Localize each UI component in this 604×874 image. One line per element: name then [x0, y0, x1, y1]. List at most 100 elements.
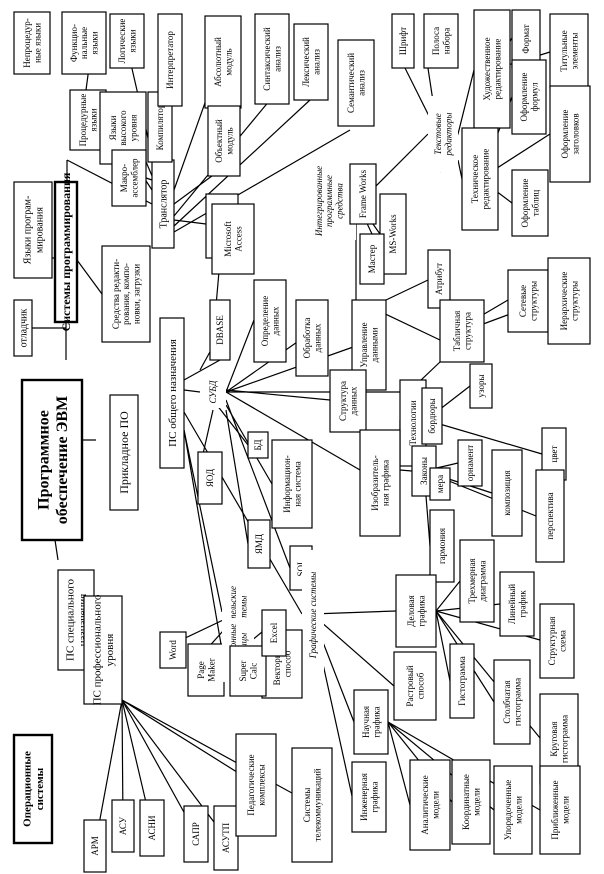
- node-label-line: Столбчатая: [502, 680, 512, 723]
- node-tab-str: Табличнаяструктура: [439, 299, 485, 363]
- node-box: [459, 539, 495, 623]
- node-label-line: уровня: [104, 634, 116, 667]
- node-label-line: телекоммуникаций: [312, 768, 322, 841]
- node-label-line: Access: [233, 226, 243, 252]
- node-label: Технологии: [408, 400, 418, 445]
- connector-line: [225, 389, 331, 401]
- node-box: [197, 451, 223, 505]
- node-label-line: Структура: [338, 381, 348, 421]
- node-label-line: мирования: [34, 207, 45, 253]
- node-set-str: Сетевыеструктуры: [507, 269, 549, 333]
- connector-line: [121, 699, 257, 785]
- node-label: SQL: [296, 559, 306, 576]
- node-label-line: Оформление: [560, 109, 570, 158]
- connector-line: [225, 319, 255, 393]
- node-box: [469, 363, 493, 409]
- node-label: АРМ: [90, 836, 100, 856]
- node-bg: [200, 376, 226, 408]
- node-label: ПС профессиональногоуровня: [92, 594, 117, 705]
- node-label: Координатныемодели: [461, 774, 481, 830]
- node-label: Деловаяграфика: [406, 595, 426, 627]
- node-label-line: ная система: [292, 461, 302, 507]
- node-label: Информацион-ная система: [282, 455, 302, 513]
- node-box: [351, 761, 387, 833]
- node-label-line: Синтаксический: [262, 27, 272, 91]
- node-tech-red: Техническоередактирование: [461, 127, 499, 231]
- node-ps-prof: ПС профессиональногоуровня: [83, 594, 123, 705]
- node-label: Интегрированныепрограммныесредства: [314, 166, 345, 237]
- node-label-line: Векторный: [272, 642, 282, 685]
- node-label-line: редактирование: [480, 149, 490, 210]
- node-label-line: бордюры: [427, 398, 437, 433]
- node-label-line: ные языки: [32, 23, 42, 63]
- node-label-line: Научная: [361, 706, 371, 738]
- node-label-line: высокого: [118, 110, 128, 146]
- node-label-line: Графические системы: [308, 572, 318, 659]
- node-label-line: Текстовые: [433, 113, 443, 155]
- node-atrib: Атрибут: [427, 249, 451, 309]
- connector-line: [225, 391, 361, 471]
- node-box: [391, 13, 415, 69]
- node-sys-tele: Системытелекоммуникаций: [291, 747, 333, 863]
- node-label-line: Издательские: [228, 586, 238, 641]
- node-box: [349, 163, 377, 225]
- node-label-line: редактирование: [492, 39, 502, 100]
- node-obj-mod: Объектныймодуль: [207, 105, 241, 177]
- node-box: [439, 299, 485, 363]
- node-label: Техническоередактирование: [470, 149, 490, 210]
- node-label-line: Средства редакти-: [111, 259, 121, 329]
- node-label-line: редакторы: [443, 112, 453, 156]
- node-sys-prog: Системы программирования: [53, 172, 79, 331]
- node-label-line: DBASE: [215, 315, 225, 345]
- node-opr-dan: Определениеданных: [253, 279, 287, 363]
- node-box: [511, 169, 549, 237]
- node-label-line: узоры: [476, 374, 486, 397]
- node-label-line: Непроцедур-: [22, 18, 32, 68]
- node-label-line: Упорядоченные: [503, 780, 513, 841]
- node-label: Упорядоченныемодели: [503, 780, 523, 841]
- node-label: композиция: [502, 470, 512, 515]
- node-box: [511, 9, 541, 69]
- node-box: [247, 431, 269, 459]
- node-box: [295, 299, 329, 377]
- node-label-line: Логические: [117, 19, 127, 64]
- node-pagemaker: PageMaker: [187, 643, 225, 697]
- node-label-line: Сетевые: [518, 285, 528, 317]
- node-label-line: Excel: [269, 622, 279, 643]
- node-label-line: структуры: [569, 281, 579, 321]
- node-label: Синтаксическийанализ: [262, 27, 282, 91]
- node-label-line: уровня: [129, 115, 139, 142]
- connector-line: [121, 699, 227, 839]
- node-label-line: Педагогические: [246, 754, 256, 815]
- node-label: MS-Works: [388, 214, 398, 254]
- node-label-line: способ: [282, 650, 292, 677]
- node-label-line: Программное: [35, 410, 52, 510]
- node-label-line: средства: [335, 183, 345, 219]
- node-box: [209, 299, 231, 361]
- node-ornam: орнамент: [457, 439, 483, 487]
- node-label-line: Шрифт: [398, 27, 408, 55]
- node-label-line: Деловая: [406, 595, 416, 627]
- node-box: [83, 819, 107, 873]
- node-translator: Транслятор: [151, 159, 175, 249]
- node-pribl: Приближенныемодели: [539, 765, 581, 855]
- node-label: Оформлениеформул: [519, 72, 539, 121]
- node-box: [429, 467, 451, 501]
- node-format: Формат: [511, 9, 541, 69]
- node-label-line: программные: [324, 175, 334, 227]
- node-box: [491, 449, 523, 537]
- node-label: Структурнаясхема: [547, 617, 567, 666]
- node-box: [13, 299, 33, 357]
- node-asni: АСНИ: [139, 799, 165, 857]
- node-label-line: Интегрированные: [314, 166, 324, 237]
- node-label: Прикладное ПО: [117, 411, 131, 494]
- node-framework: Frame Works: [349, 163, 377, 225]
- node-label-line: графика: [416, 595, 426, 626]
- node-label-line: Word: [168, 640, 178, 660]
- connector-line: [457, 159, 463, 180]
- node-box: [139, 799, 165, 857]
- node-label-line: гармония: [437, 528, 447, 564]
- node-form-form: Оформлениеформул: [511, 59, 547, 135]
- node-label-line: АСНИ: [147, 815, 157, 841]
